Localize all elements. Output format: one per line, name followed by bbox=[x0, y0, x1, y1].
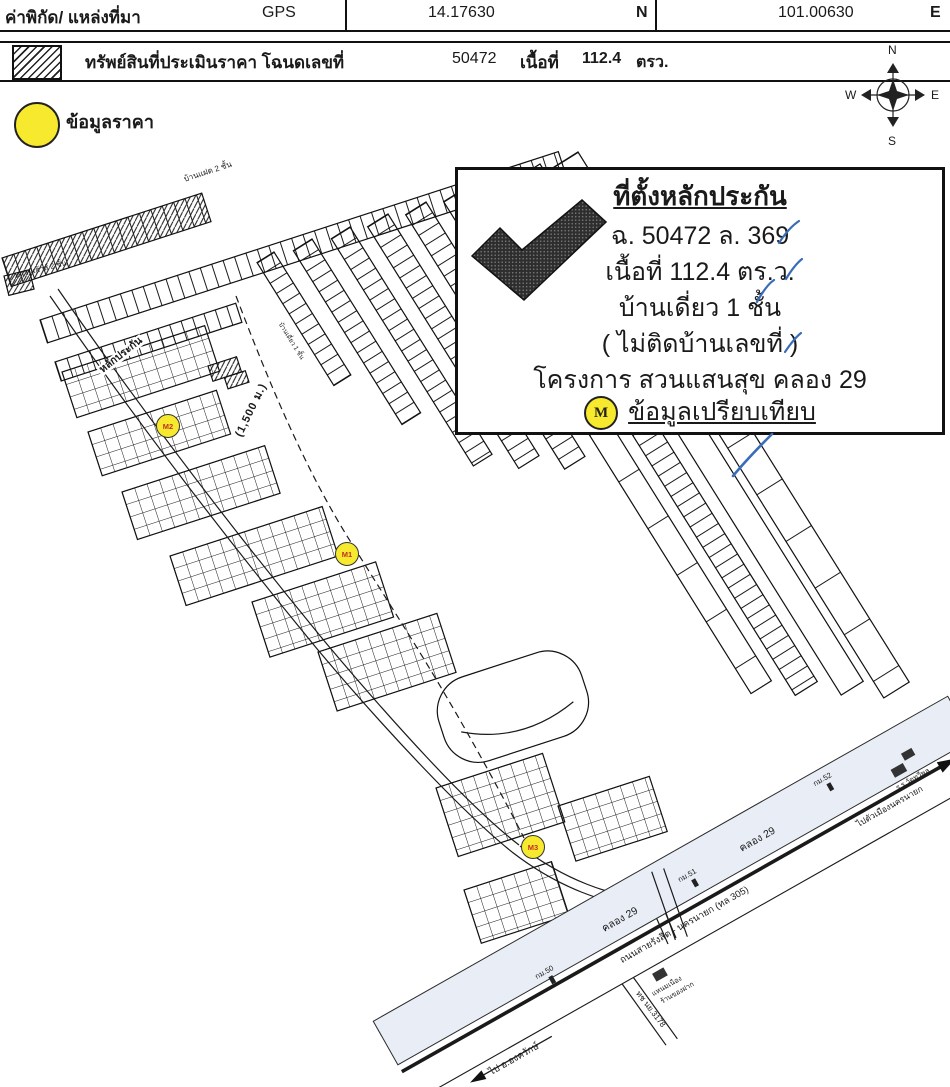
km52-milestone-icon bbox=[826, 782, 835, 792]
townhouse-block bbox=[3, 268, 35, 297]
legend-compare-label: ข้อมูลเปรียบเทียบ bbox=[628, 398, 816, 426]
internal-road-dashed bbox=[235, 295, 525, 839]
highway-arrow-right-icon bbox=[936, 758, 950, 773]
rural-road-branch bbox=[621, 983, 667, 1046]
deed-number: 50472 bbox=[452, 50, 497, 67]
plot-grid bbox=[251, 561, 395, 658]
check-mark-icon bbox=[470, 199, 608, 302]
canal-crossing-road bbox=[651, 871, 676, 941]
shop-building-icon bbox=[652, 967, 668, 982]
divider-line bbox=[655, 0, 657, 30]
school-building-icon bbox=[890, 763, 908, 778]
canal-crossing-road bbox=[663, 868, 688, 937]
pond-outline bbox=[436, 650, 590, 763]
area-unit: ตรว. bbox=[636, 54, 669, 71]
townhouse-strip bbox=[1, 192, 212, 288]
compass-e-label: E bbox=[931, 88, 939, 102]
legend-area-line: เนื้อที่ 112.4 ตร.ว. bbox=[605, 258, 795, 286]
km50-milestone-icon bbox=[548, 975, 557, 985]
legend-compare-line: M ข้อมูลเปรียบเทียบ bbox=[458, 392, 942, 432]
longitude-direction: E bbox=[930, 4, 941, 21]
plot-grid bbox=[557, 775, 668, 862]
legend-title: ที่ตั้งหลักประกัน bbox=[613, 181, 787, 211]
school-building-icon bbox=[900, 747, 916, 761]
coord-source-label: ค่าพิกัด/ แหล่งที่มา bbox=[5, 8, 141, 27]
longitude-value: 101.00630 bbox=[778, 4, 854, 21]
rural-road-branch bbox=[632, 977, 678, 1040]
highway-line bbox=[400, 759, 950, 1074]
property-label: ทรัพย์สินที่ประเมินราคา โฉนดเลขที่ bbox=[85, 53, 345, 72]
boundary-road bbox=[49, 295, 513, 853]
compass-rose: N S W E bbox=[845, 43, 939, 148]
marker-m3-label: M3 bbox=[527, 842, 539, 852]
plot-grid bbox=[317, 612, 457, 712]
price-data-legend-label: ข้อมูลราคา bbox=[66, 112, 154, 132]
plot-grid bbox=[121, 444, 281, 541]
marker-m1-label: M1 bbox=[341, 549, 353, 559]
legend-house-line: บ้านเดี่ยว 1 ชั้น bbox=[618, 294, 782, 322]
divider-line bbox=[0, 80, 950, 82]
compass-s-label: S bbox=[888, 134, 896, 148]
subject-hatch-legend-icon bbox=[12, 45, 62, 80]
highway-south-edge bbox=[417, 774, 950, 1087]
compass-star-icon bbox=[877, 79, 909, 111]
compass-n-label: N bbox=[888, 43, 897, 57]
subject-plot-hatched bbox=[207, 355, 250, 390]
compass-w-label: W bbox=[845, 88, 857, 102]
marker-m3: M3 bbox=[521, 835, 545, 859]
compass-south-arrow-icon bbox=[887, 117, 899, 127]
plot-strip bbox=[292, 238, 422, 426]
divider-line bbox=[345, 0, 347, 30]
plot-strip bbox=[256, 251, 352, 387]
plot-grid bbox=[463, 860, 570, 945]
comparison-marker-icon: M bbox=[584, 396, 619, 431]
marker-m2: M2 bbox=[156, 414, 180, 438]
boundary-road bbox=[57, 288, 520, 846]
divider-line bbox=[0, 30, 950, 32]
price-data-legend-icon bbox=[14, 102, 60, 148]
latitude-direction: N bbox=[636, 4, 648, 21]
arrow-left-icon bbox=[470, 1070, 487, 1083]
marker-m2-label: M2 bbox=[162, 421, 174, 431]
legend-deed-line: ฉ. 50472 ล. 369 bbox=[610, 222, 790, 250]
area-label: เนื้อที่ bbox=[520, 53, 559, 72]
latitude-value: 14.17630 bbox=[428, 4, 495, 21]
compass-west-arrow-icon bbox=[861, 89, 871, 101]
km51-milestone-icon bbox=[691, 878, 700, 888]
plot-strip bbox=[330, 226, 493, 467]
area-value: 112.4 bbox=[582, 50, 622, 67]
legend-project-line: โครงการ สวนแสนสุข คลอง 29 bbox=[533, 366, 867, 394]
divider-line bbox=[0, 41, 950, 43]
canal-band bbox=[372, 695, 950, 1066]
marker-m1: M1 bbox=[335, 542, 359, 566]
coord-source-value: GPS bbox=[262, 4, 296, 21]
canal-road-corridor: คลอง 29 คลอง 29 ถนนสายรังสิต - นครนายก (… bbox=[372, 695, 950, 1087]
legend-no-number-line: ( ไม่ติดบ้านเลขที่ ) bbox=[601, 330, 799, 358]
arrow-shaft bbox=[481, 1035, 553, 1077]
compass-east-arrow-icon bbox=[915, 89, 925, 101]
compass-north-arrow-icon bbox=[887, 63, 899, 73]
collateral-legend-box: ที่ตั้งหลักประกัน ฉ. 50472 ล. 369 เนื้อท… bbox=[455, 167, 945, 435]
plot-grid bbox=[435, 752, 566, 858]
